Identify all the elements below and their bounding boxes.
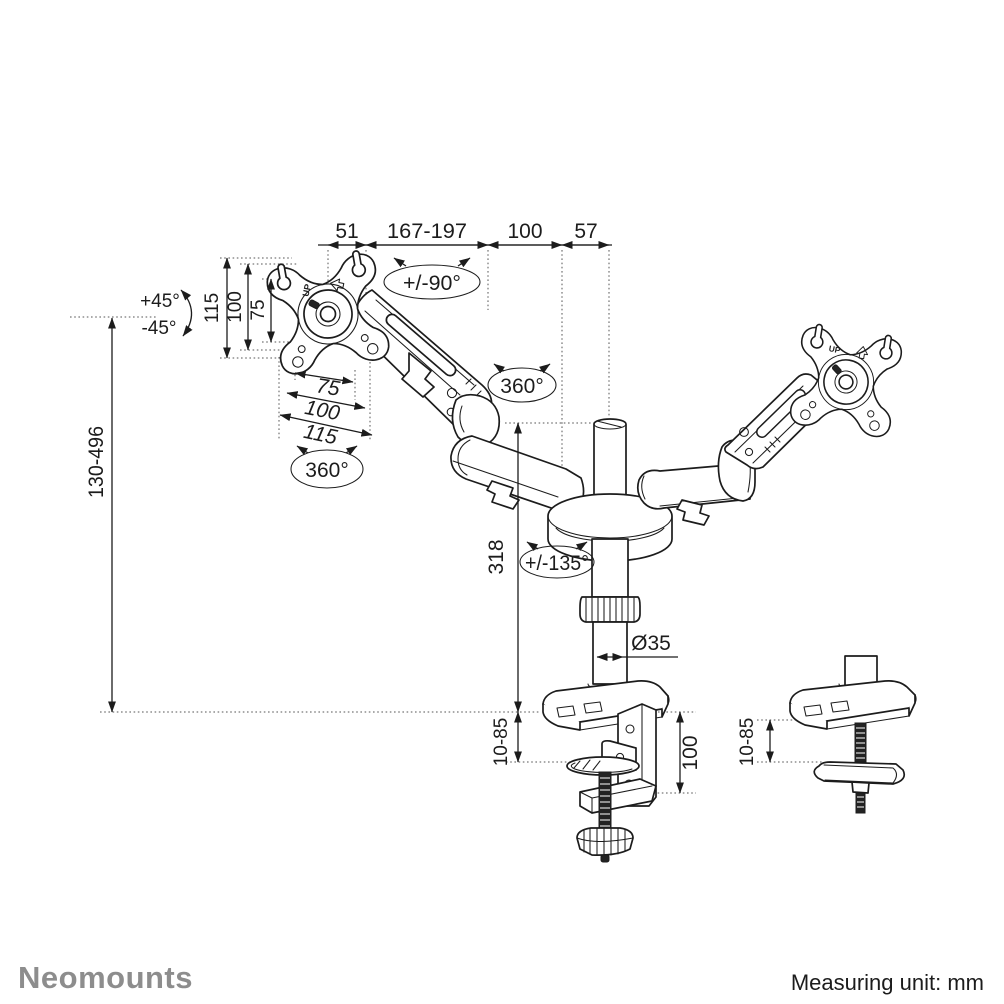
dim-vesa-115: 115 <box>202 293 223 323</box>
dim-rot-360-left: 360° <box>305 459 348 482</box>
dim-57: 57 <box>574 220 597 243</box>
dim-height-range: 130-496 <box>85 426 108 498</box>
mount-hole <box>869 420 880 431</box>
brand-logo: Neomounts <box>18 960 193 995</box>
grommet-mount-detail <box>789 655 917 814</box>
dim-clamp-thickness: 10-85 <box>491 718 512 767</box>
vesa-plate-right: UP <box>789 323 903 438</box>
dimension-labels: 51 167-197 100 57 +45° -45° 130-496 115 … <box>85 220 758 771</box>
left-lower-arm <box>450 435 585 512</box>
up-arrow-icon <box>856 346 869 360</box>
dim-vesa-100: 100 <box>225 291 246 323</box>
vesa-up-label: UP <box>301 283 313 297</box>
mount-hole <box>366 343 379 355</box>
vesa-latch <box>308 299 320 310</box>
dim-grommet-thickness: 10-85 <box>737 718 758 767</box>
cable-clip <box>401 352 435 398</box>
keyhole-slot <box>351 250 367 278</box>
dim-rot-360-mid: 360° <box>500 375 543 398</box>
keyhole-slot <box>879 334 893 360</box>
vesa-plate-left: UP <box>266 250 390 375</box>
up-arrow-icon <box>330 278 345 292</box>
tilt-arc-arrow <box>180 289 193 337</box>
keyhole-slot <box>810 323 824 349</box>
clamp-screw-rod <box>598 771 612 831</box>
cable-clip <box>486 480 520 510</box>
dim-vesa-75: 75 <box>248 299 269 320</box>
extension-lines <box>70 250 822 794</box>
keyhole-slot <box>276 263 292 291</box>
cable-clip <box>676 499 710 526</box>
vesa-latch <box>831 364 842 375</box>
dim-pole-height: 318 <box>485 539 508 574</box>
desk-clamp <box>566 703 657 863</box>
mount-hole <box>292 356 304 368</box>
dim-rot-135: +/-135° <box>525 552 589 575</box>
vesa-up-label: UP <box>828 344 841 355</box>
left-elbow-joint <box>451 393 501 447</box>
dim-clamp-depth: 100 <box>679 735 702 770</box>
mount-hole <box>800 409 811 420</box>
dim-tilt-up: +45° <box>140 291 180 312</box>
dim-slant-75: 75 <box>315 374 342 400</box>
dim-167-197: 167-197 <box>387 220 467 243</box>
dim-51: 51 <box>335 220 358 243</box>
dim-rot-90: +/-90° <box>403 272 461 295</box>
pole-lower <box>579 538 641 691</box>
dim-100-top: 100 <box>507 220 542 243</box>
dimension-lines <box>108 241 774 794</box>
rotation-indicators <box>290 257 595 579</box>
dim-tilt-down: -45° <box>141 318 176 339</box>
clamp-lower-arm <box>579 778 657 814</box>
left-gas-spring-arm <box>352 289 493 433</box>
dim-pole-diameter: Ø35 <box>631 632 671 655</box>
measuring-unit-note: Measuring unit: mm <box>791 970 984 995</box>
